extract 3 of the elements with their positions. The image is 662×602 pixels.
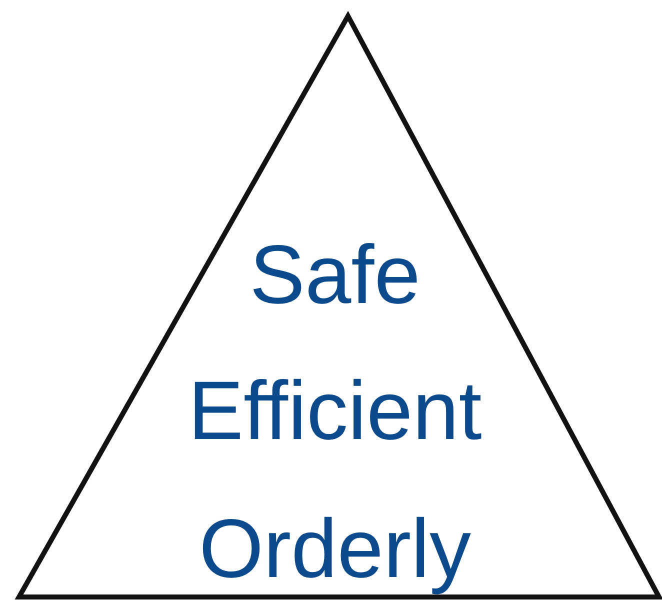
triangle-text: Efficient (187, 366, 483, 456)
triangle-text: Orderly (198, 504, 472, 594)
triangle-text: Safe (248, 230, 422, 320)
